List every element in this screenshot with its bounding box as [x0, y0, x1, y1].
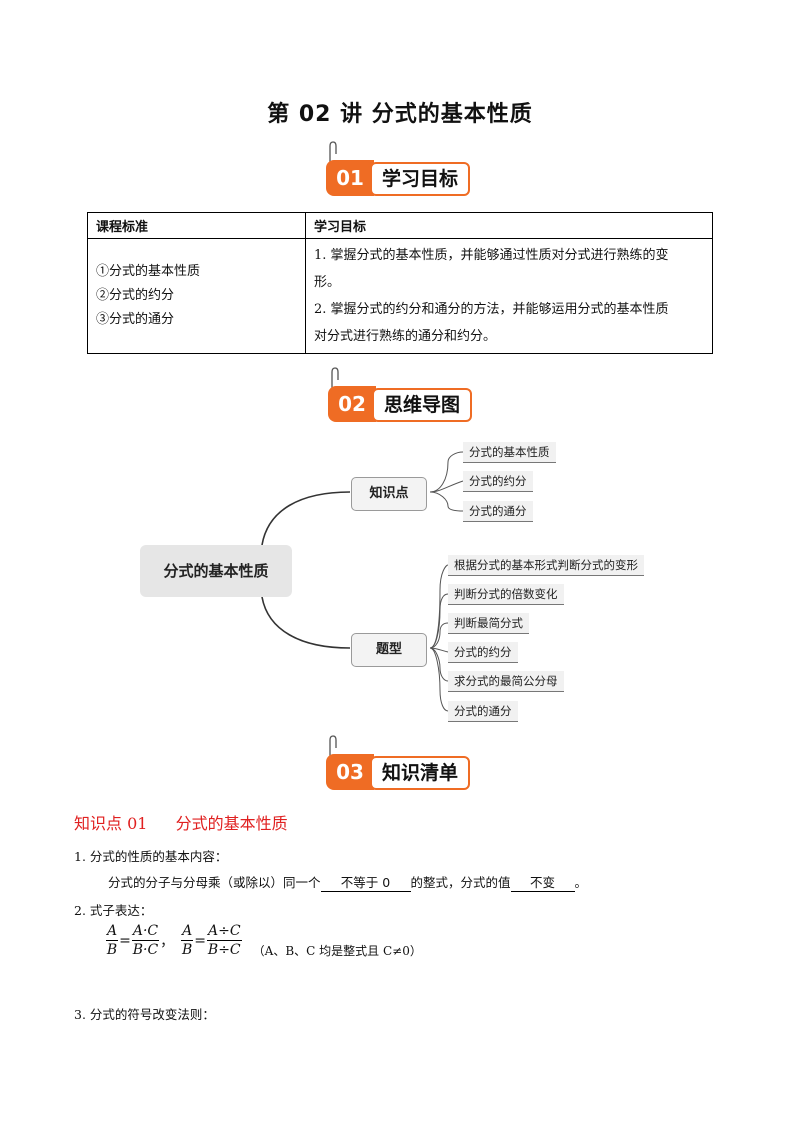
goal-line: 形。: [314, 275, 341, 290]
goal-line: 对分式进行熟练的通分和约分。: [314, 329, 497, 344]
standard-item: ①分式的基本性质: [96, 264, 201, 279]
mindmap-leaf: 根据分式的基本形式判断分式的变形: [448, 555, 644, 576]
formula-condition: （A、B、C 均是整式且 C≠0）: [252, 944, 422, 958]
section-badge-mindmap: 02 思维导图: [328, 367, 478, 424]
paperclip-icon: [331, 367, 339, 388]
knowledge-heading-number: 知识点 01: [74, 814, 148, 833]
paperclip-icon: [329, 141, 337, 162]
knowledge-heading-title: 分式的基本性质: [175, 814, 288, 833]
table-header-standard: 课程标准: [87, 212, 306, 239]
goals-cell: 1. 掌握分式的基本性质，并能够通过性质对分式进行熟练的变 形。 2. 掌握分式…: [305, 238, 713, 354]
goal-line: 1. 掌握分式的基本性质，并能够通过性质对分式进行熟练的变: [314, 248, 669, 263]
mindmap-leaf: 判断分式的倍数变化: [448, 584, 564, 605]
mindmap-leaf: 分式的基本性质: [463, 442, 556, 463]
answer-blank: 不等于 0: [320, 872, 411, 892]
section-label: 学习目标: [370, 162, 471, 196]
item-3-label: 3. 分式的符号改变法则：: [74, 1007, 215, 1022]
page-title: 第 02 讲 分式的基本性质: [267, 102, 533, 127]
item-1-label: 1. 分式的性质的基本内容：: [74, 849, 228, 864]
mindmap-branch-knowledge: 知识点: [351, 477, 427, 511]
mindmap-center-node: 分式的基本性质: [140, 545, 292, 597]
section-number: 03: [326, 754, 374, 790]
section-number: 01: [326, 160, 374, 196]
goal-line: 2. 掌握分式的约分和通分的方法，并能够运用分式的基本性质: [314, 302, 669, 317]
mindmap-leaf: 求分式的最简公分母: [448, 671, 564, 692]
standard-item: ③分式的通分: [96, 312, 175, 327]
mindmap-leaf: 判断最简分式: [448, 613, 529, 634]
section-label: 知识清单: [370, 756, 471, 790]
answer-blank: 不变: [510, 872, 575, 892]
paperclip-icon: [329, 735, 337, 756]
section-badge-goals: 01 学习目标: [326, 141, 476, 198]
section-badge-knowledge: 03 知识清单: [326, 735, 476, 792]
standard-item: ②分式的约分: [96, 288, 175, 303]
mindmap-branch-question-types: 题型: [351, 633, 427, 667]
goals-table: 课程标准 学习目标 ①分式的基本性质 ②分式的约分 ③分式的通分 1. 掌握分式…: [87, 212, 713, 354]
mindmap-leaf: 分式的通分: [448, 701, 518, 722]
section-number: 02: [328, 386, 376, 422]
mindmap-leaf: 分式的约分: [463, 471, 533, 492]
knowledge-heading: 知识点 01 分式的基本性质: [74, 810, 288, 834]
item-2-label: 2. 式子表达：: [74, 903, 153, 918]
mindmap-leaf: 分式的约分: [448, 642, 518, 663]
mindmap-leaf: 分式的通分: [463, 501, 533, 522]
section-label: 思维导图: [372, 388, 473, 422]
